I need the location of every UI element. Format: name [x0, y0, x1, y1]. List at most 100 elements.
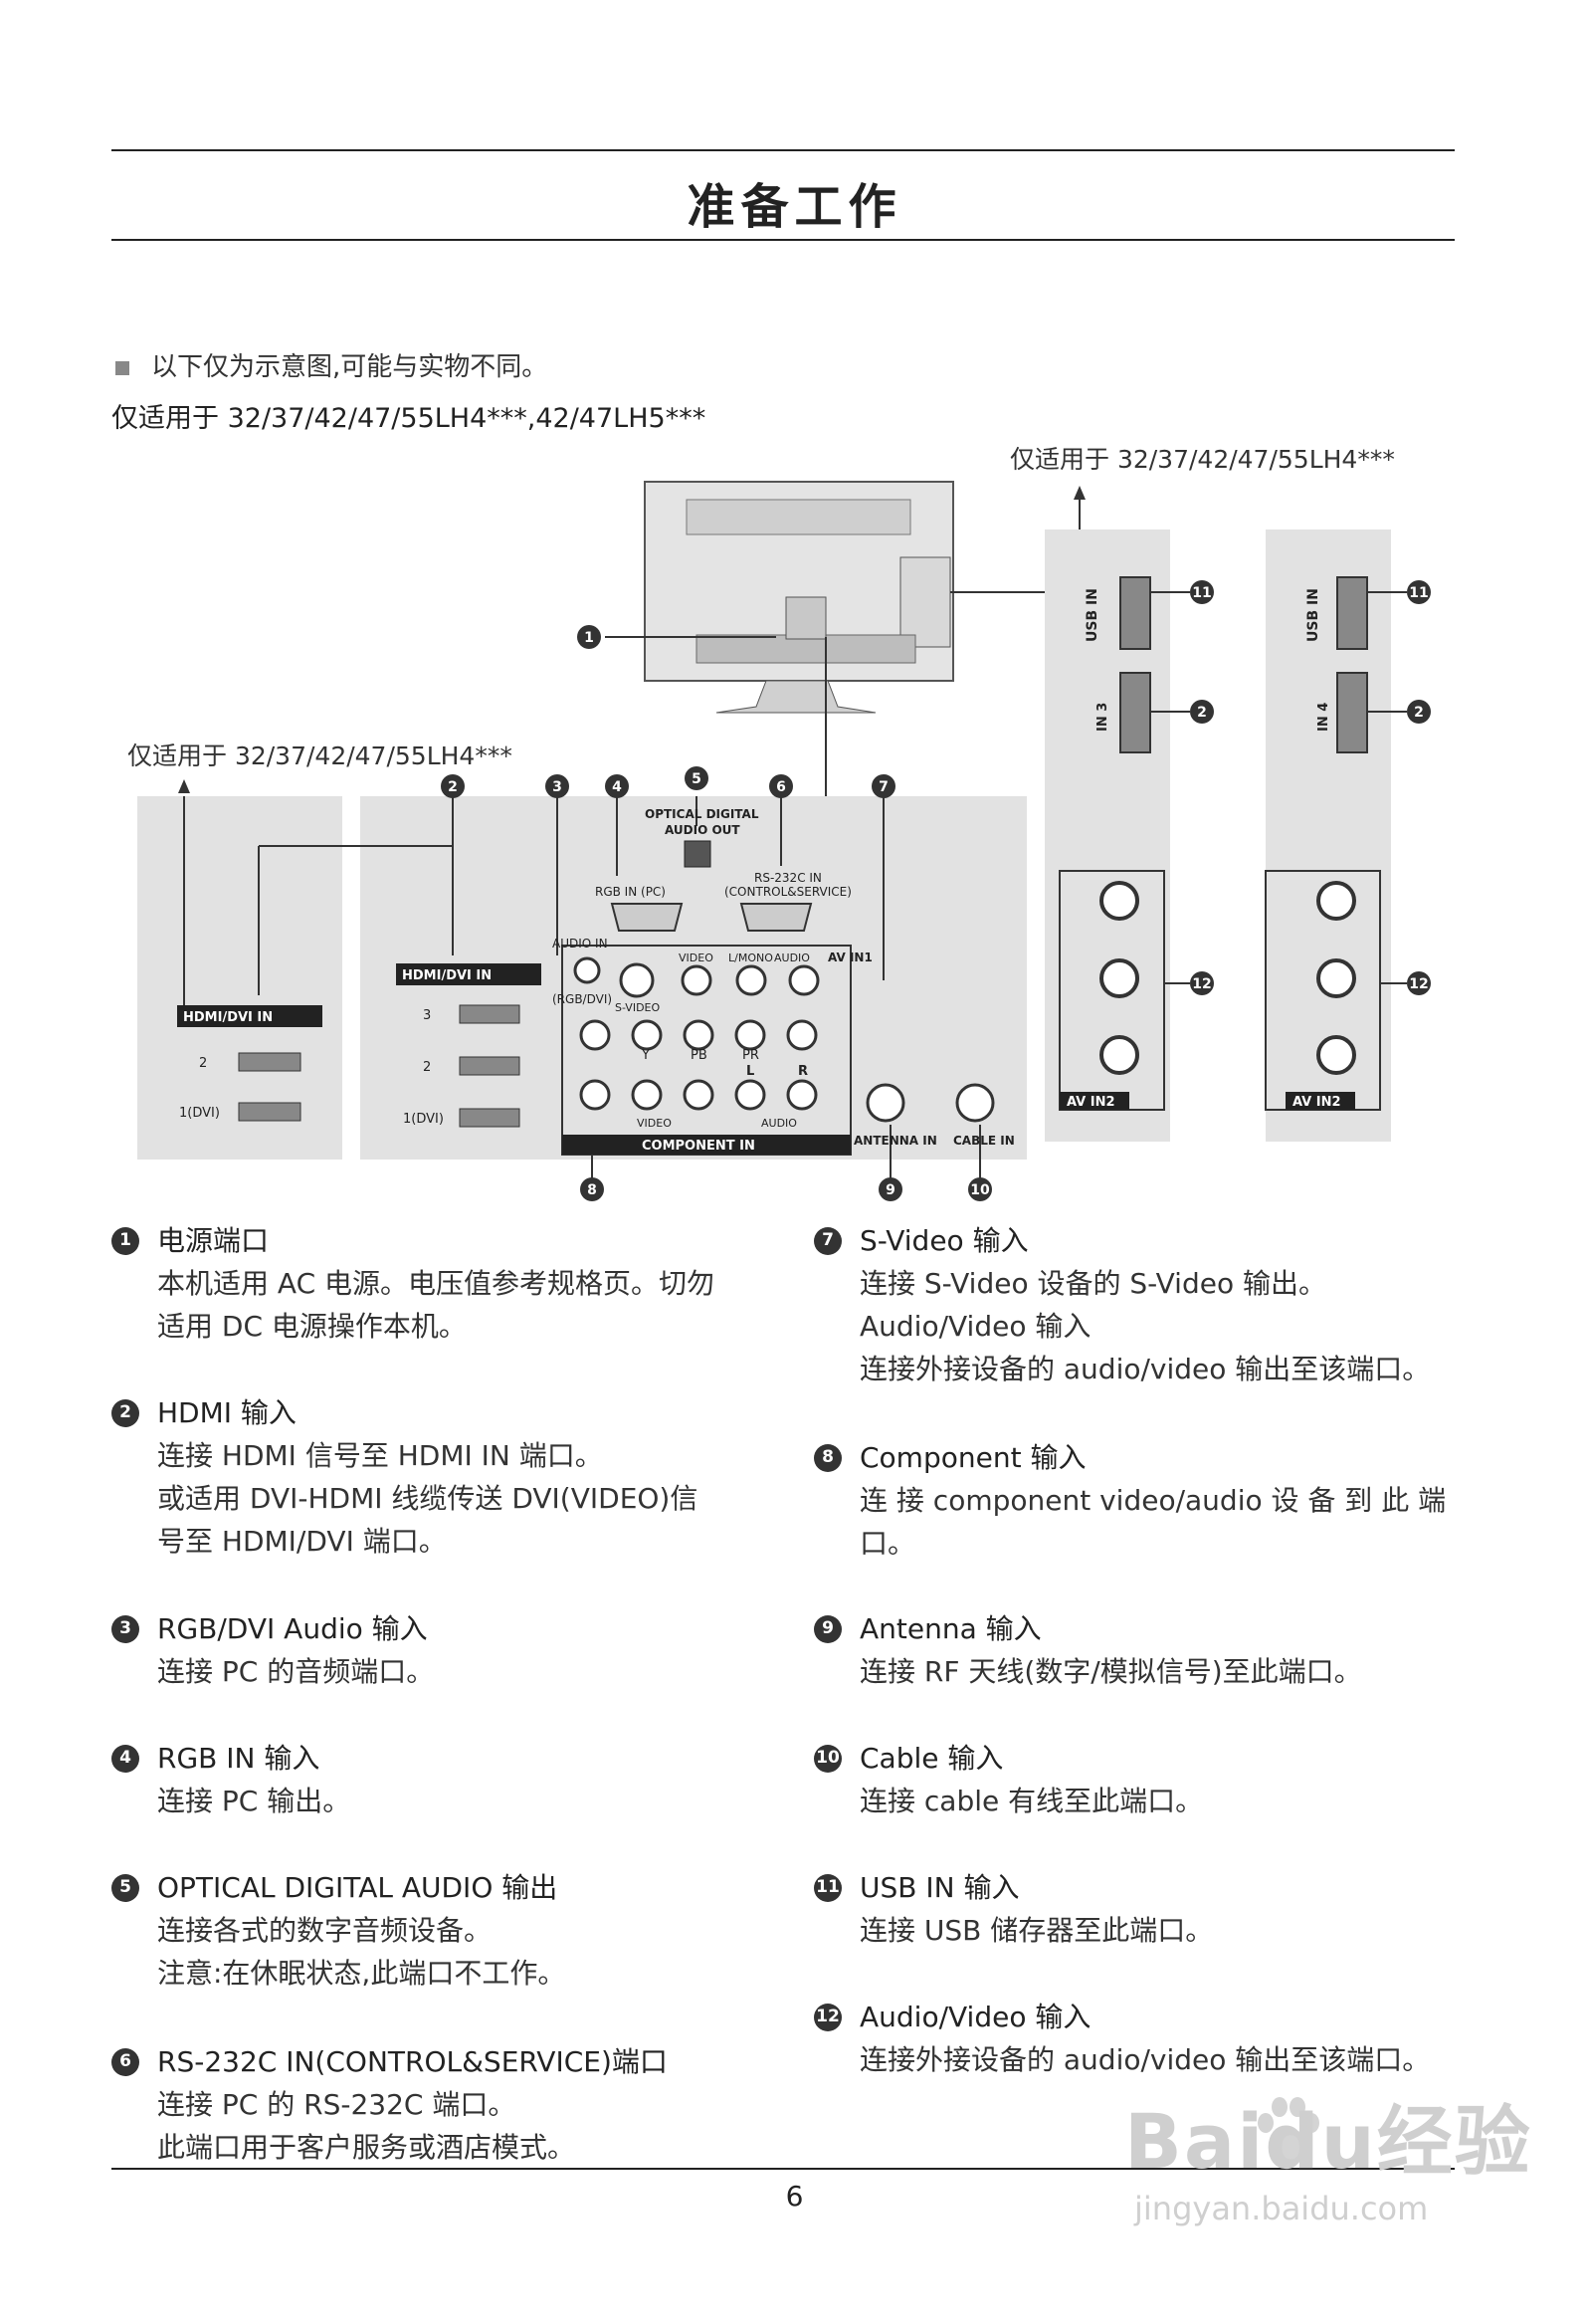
item-description: 连接外接设备的 audio/video 输出至该端口。 [860, 2043, 1431, 2076]
label-video-av1: VIDEO [679, 951, 713, 964]
label-usb-in-b: USB IN [1305, 588, 1321, 642]
page-title: 准备工作 [687, 179, 902, 235]
label-audio-comp: AUDIO [761, 1117, 797, 1130]
label-pr: PR [742, 1048, 759, 1063]
item-description: 连接 S-Video 设备的 S-Video 输出。 Audio/Video 输… [860, 1267, 1431, 1385]
item-title: Cable 输入 [860, 1742, 1004, 1775]
svg-text:9: 9 [886, 1182, 895, 1198]
label-l: L [746, 1064, 754, 1079]
item-title: 电源端口 [157, 1224, 270, 1257]
label-left-port2: 2 [199, 1056, 207, 1071]
item-description: 连接 RF 天线(数字/模拟信号)至此端口。 [860, 1655, 1362, 1688]
item-title: RGB IN 输入 [157, 1742, 320, 1775]
note: 以下仅为示意图,可能与实物不同。 [115, 346, 547, 383]
callout-number: 12 [814, 2003, 842, 2031]
svg-text:1: 1 [584, 630, 594, 646]
connection-diagram: 1 2 3 4 5 6 7 8 9 10 11 2 12 11 2 12 HDM… [137, 481, 1431, 1201]
item-3: 3 RGB/DVI Audio 输入 连接 PC 的音频端口。 [111, 1607, 768, 1693]
label-rgb-dvi: (RGB/DVI) [552, 992, 612, 1006]
svg-text:11: 11 [1409, 585, 1428, 601]
item-title: Audio/Video 输入 [860, 2001, 1092, 2033]
item-title: HDMI 输入 [157, 1396, 297, 1429]
item-10: 10 Cable 输入 连接 cable 有线至此端口。 [814, 1737, 1471, 1822]
label-audio-av1: AUDIO [774, 951, 810, 964]
item-title: RGB/DVI Audio 输入 [157, 1612, 428, 1645]
callout-number: 7 [814, 1226, 842, 1255]
label-r: R [798, 1064, 808, 1079]
footer-rule [111, 2168, 1455, 2170]
item-title: Component 输入 [860, 1441, 1087, 1474]
only-for-label-left: 仅适用于 32/37/42/47/55LH4*** [127, 741, 512, 770]
callout-number: 9 [814, 1614, 842, 1643]
svg-text:12: 12 [1409, 976, 1428, 992]
note-text: 以下仅为示意图,可能与实物不同。 [151, 352, 548, 382]
callout-number: 10 [814, 1744, 842, 1773]
callout-number: 6 [111, 2047, 139, 2076]
label-av-in1: AV IN1 [828, 951, 873, 964]
item-description: 连接各式的数字音频设备。 注意:在休眠状态,此端口不工作。 [157, 1914, 566, 1990]
only-for-label-top: 仅适用于 32/37/42/47/55LH4*** [1010, 445, 1395, 474]
label-main-port1: 1(DVI) [403, 1112, 444, 1127]
item-1: 1 电源端口 本机适用 AC 电源。电压值参考规格页。切勿 适用 DC 电源操作本… [111, 1219, 768, 1348]
title-underline [111, 239, 1455, 241]
watermark-url: jingyan.baidu.com [1134, 2190, 1429, 2227]
svg-text:4: 4 [612, 779, 622, 795]
item-description: 本机适用 AC 电源。电压值参考规格页。切勿 适用 DC 电源操作本机。 [157, 1267, 715, 1343]
svg-text:5: 5 [692, 771, 701, 787]
tv-back-illustration [644, 481, 954, 714]
callout-number: 11 [814, 1873, 842, 1902]
label-l-mono: L/MONO [728, 951, 773, 964]
label-video-comp: VIDEO [637, 1117, 672, 1130]
label-in4: IN 4 [1316, 703, 1331, 732]
item-2: 2 HDMI 输入 连接 HDMI 信号至 HDMI IN 端口。 或适用 DVI… [111, 1391, 768, 1563]
svg-text:3: 3 [552, 779, 562, 795]
item-description: 连接 PC 的音频端口。 [157, 1655, 435, 1688]
callout-number: 4 [111, 1744, 139, 1773]
label-rs232c: RS-232C IN [754, 871, 822, 885]
label-hdmi-dvi-main: HDMI/DVI IN [402, 968, 492, 983]
callout-number: 2 [111, 1398, 139, 1427]
item-description: 连接 cable 有线至此端口。 [860, 1785, 1204, 1817]
item-description: 连接 HDMI 信号至 HDMI IN 端口。 或适用 DVI-HDMI 线缆传… [157, 1439, 698, 1558]
label-main-port2: 2 [423, 1060, 431, 1075]
model-subtitle: 仅适用于 32/37/42/47/55LH4***,42/47LH5*** [111, 403, 706, 434]
item-title: OPTICAL DIGITAL AUDIO 输出 [157, 1871, 558, 1904]
svg-text:2: 2 [448, 779, 458, 795]
svg-text:11: 11 [1192, 585, 1211, 601]
svg-text:12: 12 [1192, 976, 1211, 992]
svg-text:8: 8 [587, 1182, 597, 1198]
baidu-paw-icon [1258, 2097, 1319, 2161]
page-number: 6 [785, 2180, 804, 2213]
label-audio-out: AUDIO OUT [665, 823, 740, 837]
top-rule [111, 149, 1455, 151]
label-control-service: (CONTROL&SERVICE) [724, 885, 852, 899]
label-pb: PB [691, 1048, 707, 1063]
label-usb-in-a: USB IN [1085, 588, 1100, 642]
label-optical: OPTICAL DIGITAL [645, 807, 759, 821]
label-audio-in: AUDIO IN [552, 937, 608, 951]
item-title: USB IN 输入 [860, 1871, 1020, 1904]
label-main-port3: 3 [423, 1008, 431, 1023]
square-bullet-icon [115, 360, 129, 375]
label-component-in: COMPONENT IN [642, 1139, 755, 1154]
label-av-in2-a: AV IN2 [1067, 1095, 1115, 1110]
label-left-port1: 1(DVI) [179, 1106, 220, 1121]
svg-text:2: 2 [1197, 705, 1207, 721]
label-in3: IN 3 [1095, 703, 1110, 732]
watermark-brand: Baidu经验 [1124, 2097, 1532, 2186]
item-description: 连 接 component video/audio 设 备 到 此 端 口。 [860, 1484, 1447, 1560]
callout-number: 3 [111, 1614, 139, 1643]
item-4: 4 RGB IN 输入 连接 PC 输出。 [111, 1737, 768, 1822]
item-12: 12 Audio/Video 输入 连接外接设备的 audio/video 输出至… [814, 1996, 1471, 2081]
label-y: Y [641, 1048, 650, 1063]
item-description: 连接 PC 的 RS-232C 端口。 此端口用于客户服务或酒店模式。 [157, 2088, 576, 2164]
label-cable-in: CABLE IN [953, 1134, 1015, 1148]
label-rgb-in-pc: RGB IN (PC) [595, 885, 666, 899]
callout-number: 1 [111, 1226, 139, 1255]
item-description: 连接 PC 输出。 [157, 1785, 351, 1817]
